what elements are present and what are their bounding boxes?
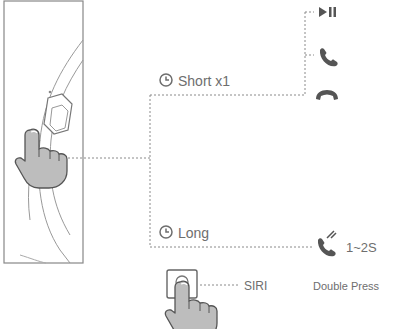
hang-up-icon [316,90,338,100]
phone-icon [320,48,338,66]
call-hold-icon [318,231,336,256]
pressing-finger [15,129,67,188]
press-type-label: Short x1 [178,74,230,88]
device-panel [4,1,83,263]
function-label: SIRI [244,280,267,292]
duration-label: 1~2S [346,241,377,254]
play-pause-icon [319,7,336,17]
press-type-label: Double Press [313,281,379,292]
pressing-finger [165,281,217,329]
clock-icon [160,226,172,238]
clock-icon [160,74,172,86]
leader-lines [68,12,314,285]
press-type-label: Long [178,226,209,240]
